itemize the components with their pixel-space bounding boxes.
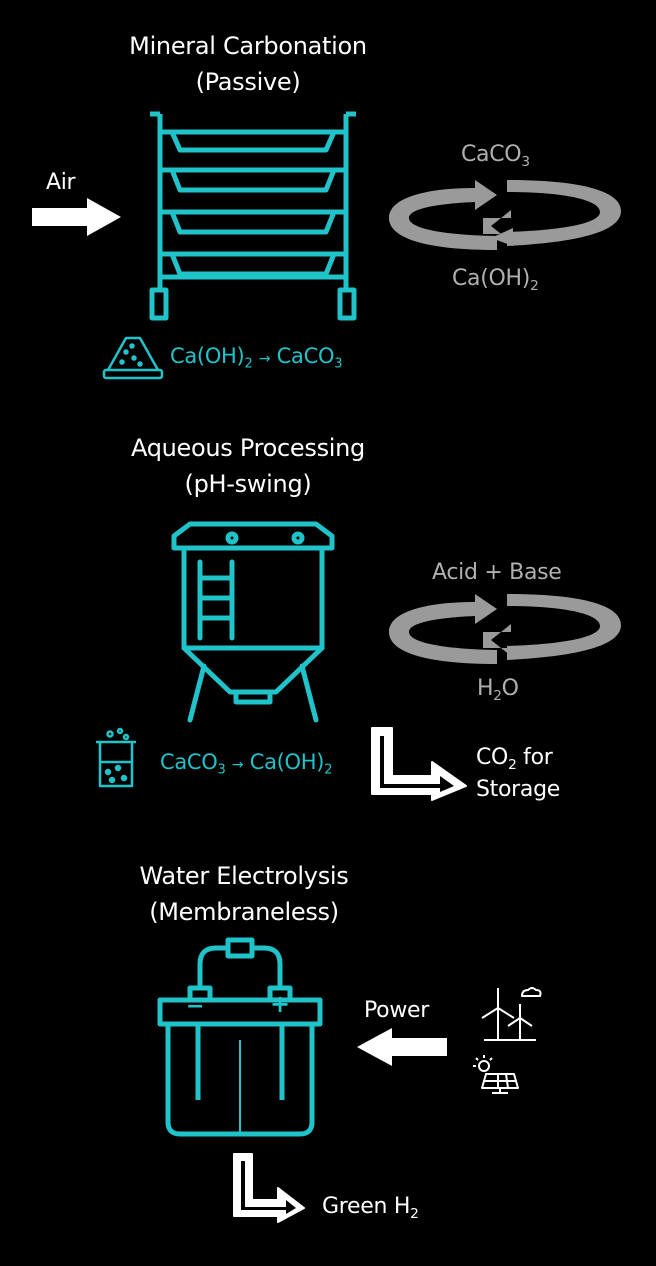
h2-output-arrow-icon [233,1153,305,1223]
wind-turbine-icon [481,987,542,1041]
stage2-reaction: CaCO3 → Ca(OH)2 [160,750,332,777]
stage1-reaction: Ca(OH)2 → CaCO3 [170,344,342,371]
stage1-product: CaCO [276,344,335,368]
stage3-title-line2: (Membraneless) [149,898,339,926]
stage1-reaction-arrow: → [258,351,271,367]
power-arrow-icon [357,1028,447,1066]
stage2-title-line1: Aqueous Processing [131,434,365,462]
stage1-reactant: Ca(OH) [170,344,245,368]
stage1-title-line1: Mineral Carbonation [129,32,367,60]
stage2-reactant: CaCO [160,750,218,774]
cycle2-bottom-base2: O [501,676,519,701]
stage1-product-sub: 3 [334,356,343,372]
green-h2-label: Green H2 [322,1194,419,1222]
solar-panel-icon [473,1055,519,1094]
minus-terminal-label: − [186,994,205,1019]
cycle1-top-sub: 3 [521,153,530,170]
cycle1-bottom-base: Ca(OH) [452,266,531,291]
co2-sub: 2 [508,756,517,773]
powder-pile-icon [102,336,164,380]
carbonation-cycle-icon [389,180,621,250]
processing-tank-icon [171,521,335,723]
stage1-reactant-sub: 2 [244,356,253,372]
green-h2-base: Green H [322,1194,411,1219]
cycle2-bottom-sub: 2 [493,687,502,704]
cycle2-top-label: Acid + Base [432,560,562,585]
cycle1-bottom-label: Ca(OH)2 [452,266,539,294]
air-arrow-icon [32,198,121,236]
co2-output-arrow-icon [371,727,467,801]
cycle1-top-base: CaCO [461,142,522,167]
plus-terminal-label: + [270,990,291,1018]
co2-rest: for [516,745,553,770]
stage2-title: Aqueous Processing (pH-swing) [88,430,408,502]
stage2-reaction-arrow: → [231,757,244,773]
cycle1-top-label: CaCO3 [461,142,530,170]
stage1-title-line2: (Passive) [195,68,301,96]
cycle2-bottom-base1: H [477,676,494,701]
cycle2-bottom-label: H2O [477,676,519,704]
stage3-title: Water Electrolysis (Membraneless) [84,858,404,930]
co2-output-line1: CO2 for [476,742,560,774]
air-label: Air [46,170,76,195]
stage1-title: Mineral Carbonation (Passive) [88,28,408,100]
stage3-title-line1: Water Electrolysis [139,862,349,890]
stage2-product: Ca(OH) [249,750,325,774]
co2-output-line2: Storage [476,777,560,802]
ph-swing-cycle-icon [389,594,621,664]
electrolyzer-battery-icon [157,937,323,1137]
stage2-reactant-sub: 3 [217,762,226,778]
drying-rack-icon [149,111,357,321]
co2-base: CO [476,745,509,770]
stage2-title-line2: (pH-swing) [184,470,312,498]
beaker-icon [96,727,136,788]
co2-output-label: CO2 for Storage [476,742,560,806]
green-h2-sub: 2 [410,1205,419,1222]
stage2-product-sub: 2 [324,762,333,778]
cycle1-bottom-sub: 2 [530,277,539,294]
power-label: Power [364,998,430,1023]
